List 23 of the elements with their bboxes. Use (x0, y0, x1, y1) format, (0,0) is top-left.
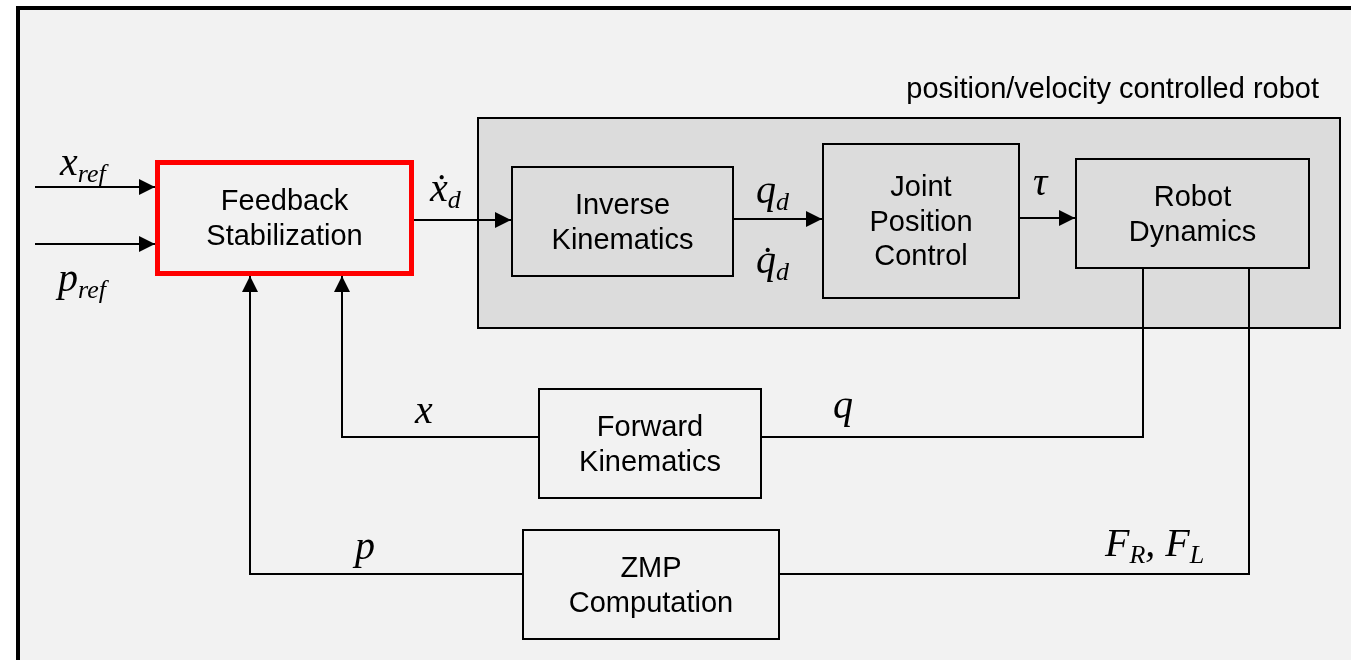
process-box: Joint Position Control (822, 143, 1020, 299)
edge-label: q (833, 385, 853, 425)
connector-line (761, 266, 1144, 438)
signal-label: q̇$_{d}$ (756, 240, 789, 285)
arrow (34, 179, 156, 195)
edge-label: ẋ$_{d}$ (430, 168, 461, 213)
arrow (1019, 210, 1076, 226)
process-box: Robot Dynamics (1075, 158, 1310, 269)
process-box: ZMP Computation (522, 529, 780, 640)
edge-label: q$_{d}$ (756, 170, 789, 215)
arrow (733, 211, 823, 227)
edge-label: x (415, 390, 433, 430)
edge-label: F$_{R}$, F$_{L}$ (1105, 523, 1205, 568)
arrow (413, 212, 512, 228)
group-heading: position/velocity controlled robot (906, 71, 1319, 106)
edge-label: τ (1033, 162, 1048, 202)
arrow (34, 236, 156, 252)
arrow (334, 275, 539, 438)
controller-box: Feedback Stabilization (155, 160, 414, 276)
arrow (242, 275, 523, 575)
process-box: Forward Kinematics (538, 388, 762, 499)
process-box: Inverse Kinematics (511, 166, 734, 277)
connector-line (779, 266, 1250, 575)
